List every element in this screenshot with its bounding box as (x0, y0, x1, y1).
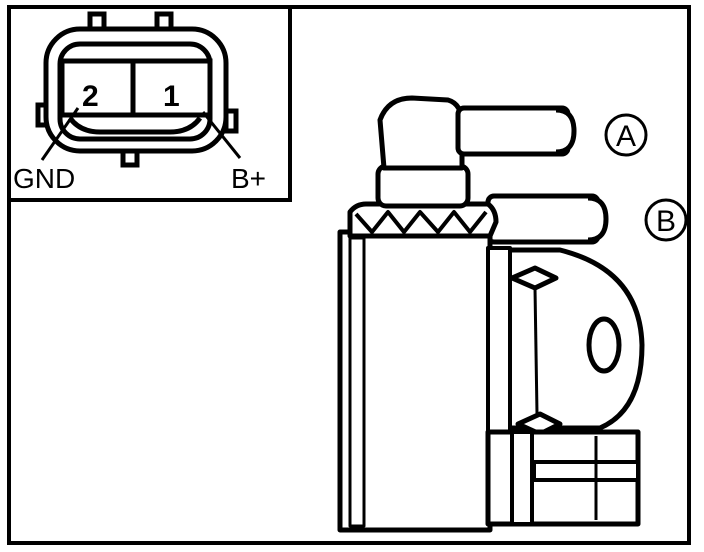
b-plus-leader-line (201, 111, 242, 159)
port-a-callout: A (604, 113, 648, 157)
b-plus-terminal-label: B+ (231, 163, 266, 194)
port-b-nozzle (485, 193, 601, 245)
port-a-elbow (377, 95, 465, 171)
port-b-label: B (656, 205, 676, 238)
inset-border (9, 7, 292, 202)
port-a-nozzle (455, 105, 571, 157)
connector-face (35, 11, 239, 168)
pin-1-label: 1 (163, 80, 180, 113)
mounting-hole (586, 316, 622, 374)
gnd-terminal-label: GND (13, 163, 75, 194)
collar (375, 163, 471, 209)
gnd-leader-line (40, 107, 80, 161)
pin-2-label: 2 (82, 80, 99, 113)
outer-frame (7, 5, 691, 545)
port-b-callout: B (644, 198, 688, 242)
port-a-label: A (616, 120, 636, 153)
mounting-bracket (502, 247, 645, 431)
connector-inset: 2 1 GND B+ (9, 7, 292, 202)
solenoid-valve (337, 95, 645, 533)
